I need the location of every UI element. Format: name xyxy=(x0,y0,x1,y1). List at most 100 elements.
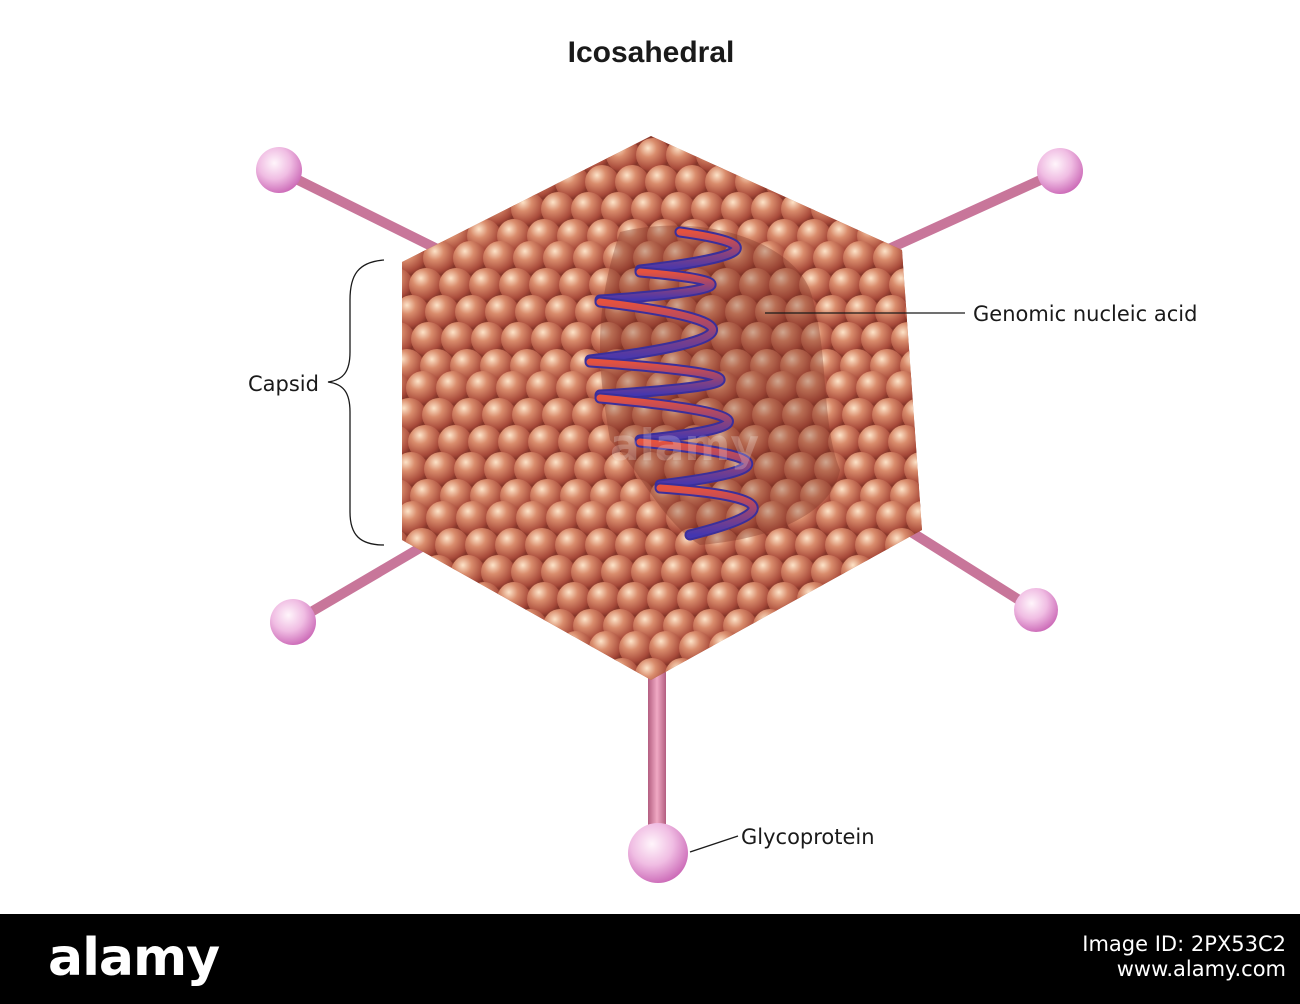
capsomere xyxy=(885,528,919,562)
capsomere xyxy=(530,136,564,145)
capsomere xyxy=(606,501,640,535)
capsomere xyxy=(483,609,517,643)
capsomere xyxy=(439,631,473,665)
capsomere xyxy=(512,398,546,432)
capsomere xyxy=(812,398,846,432)
capsomere xyxy=(705,528,739,562)
capsomere xyxy=(468,425,502,459)
capsomere xyxy=(543,241,577,275)
capsomere xyxy=(816,138,850,172)
capsomere xyxy=(501,322,535,356)
capsomere xyxy=(795,165,829,199)
capsomere xyxy=(649,631,683,665)
capsomere xyxy=(591,322,625,356)
capsomere xyxy=(601,555,635,589)
capsomere xyxy=(402,452,428,486)
capsomere xyxy=(721,192,755,226)
capsomere xyxy=(437,582,471,616)
capsomere xyxy=(825,165,859,199)
capsomere xyxy=(815,295,849,329)
capsomere xyxy=(402,582,411,616)
capsomere xyxy=(485,295,519,329)
capsomere xyxy=(617,582,651,616)
capsomere xyxy=(770,136,804,145)
capsomere xyxy=(756,501,790,535)
capsomere xyxy=(875,295,909,329)
capsomere xyxy=(495,528,529,562)
capsomere xyxy=(560,136,594,145)
capsomere xyxy=(813,241,847,275)
icosahedral-virus-diagram: Icosahedral Genomic nucleic acid Capsid … xyxy=(248,36,1197,883)
capsomere xyxy=(738,425,772,459)
capsomere xyxy=(590,136,624,145)
capsomere xyxy=(527,582,561,616)
capsomere xyxy=(402,501,430,535)
capsomere xyxy=(830,136,864,145)
capsomere xyxy=(661,192,695,226)
spike-knob-bottom xyxy=(628,823,688,883)
capsomere xyxy=(800,136,834,145)
capsomere xyxy=(601,192,635,226)
capsid-label: Capsid xyxy=(248,372,319,396)
capsomere xyxy=(558,425,592,459)
capsomere xyxy=(799,631,833,665)
capsomere xyxy=(905,295,922,329)
capsomere xyxy=(529,268,563,302)
capsomere xyxy=(425,658,459,680)
capsomere xyxy=(677,582,711,616)
capsomere xyxy=(635,658,669,680)
capsomere xyxy=(846,138,880,172)
capsomere xyxy=(859,268,893,302)
capsomere xyxy=(486,138,520,172)
capsomere xyxy=(737,582,771,616)
capsomere xyxy=(843,241,877,275)
capsomere xyxy=(665,658,699,680)
capsomere xyxy=(456,138,490,172)
capsomere xyxy=(546,138,580,172)
footer-code-line-1: Image ID: 2PX53C2 xyxy=(1082,932,1286,956)
capsomere xyxy=(709,268,743,302)
capsomere xyxy=(456,501,490,535)
capsomere xyxy=(845,295,879,329)
capsomere xyxy=(559,631,593,665)
diagram-title: Icosahedral xyxy=(568,36,735,69)
capsomere xyxy=(603,241,637,275)
capsomere xyxy=(795,528,829,562)
capsomere xyxy=(423,609,457,643)
capsomere xyxy=(631,192,665,226)
capsomere xyxy=(695,658,729,680)
capsomere xyxy=(769,631,803,665)
capsomere xyxy=(725,658,759,680)
capsomere xyxy=(636,138,670,172)
capsomere xyxy=(545,295,579,329)
capsomere xyxy=(707,582,741,616)
capsomere xyxy=(604,452,638,486)
capsomere xyxy=(619,631,653,665)
capsomere xyxy=(525,528,559,562)
capsomere xyxy=(402,136,414,145)
capsomere xyxy=(585,528,619,562)
capsomere xyxy=(828,425,862,459)
capsomere xyxy=(876,501,910,535)
capsomere xyxy=(451,192,485,226)
capsomere xyxy=(440,136,474,145)
capsomere xyxy=(497,582,531,616)
capsomere xyxy=(515,295,549,329)
helix-strand xyxy=(586,358,724,399)
capsomere xyxy=(486,501,520,535)
capsomere xyxy=(455,658,489,680)
capsomere xyxy=(402,425,412,459)
capsomere xyxy=(402,268,413,302)
spike-stalk-bottom xyxy=(648,672,666,832)
capsomere xyxy=(483,241,517,275)
capsomere xyxy=(645,165,679,199)
capsomere xyxy=(435,165,469,199)
capsomere xyxy=(516,138,550,172)
capsomere xyxy=(827,582,861,616)
capsomere xyxy=(783,609,817,643)
capsomere xyxy=(439,268,473,302)
capsomere xyxy=(576,501,610,535)
capsomere xyxy=(906,501,922,535)
capsomere xyxy=(455,295,489,329)
capsomere xyxy=(559,268,593,302)
